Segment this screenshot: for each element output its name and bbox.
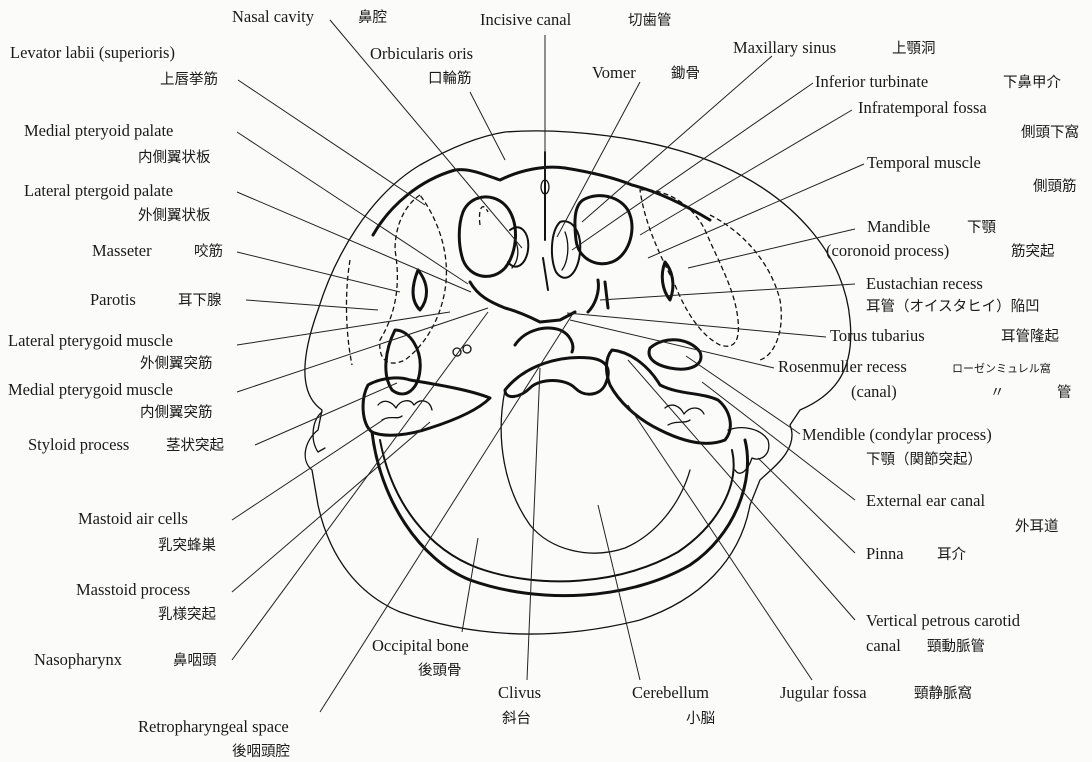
- label-styloid-process-jp: 茎状突起: [166, 437, 224, 454]
- label-external-ear-canal-jp: 外耳道: [1015, 518, 1059, 535]
- right-turbinate: [552, 221, 580, 277]
- label-lateral-ptergoid-palate: Lateral ptergoid palate: [24, 181, 173, 200]
- label-medial-pteryoid-palate: Medial pteryoid palate: [24, 121, 173, 140]
- label-cerebellum-jp: 小脳: [686, 710, 715, 727]
- left-masseter-dashed: [380, 195, 447, 363]
- label-vertical-petrous-carotid: Vertical petrous carotid: [866, 611, 1021, 630]
- label-mendible-condylar-jp: 下顎（関節突起）: [866, 450, 982, 468]
- label-medial-pteryoid-palate-jp: 内側翼状板: [138, 148, 211, 166]
- label-inferior-turbinate-jp: 下鼻甲介: [1003, 74, 1061, 91]
- label-masseter: Masseter: [92, 241, 152, 260]
- label-nasal-cavity: Nasal cavity: [232, 7, 315, 26]
- label-vertical-petrous-carotid-jp: 頸動脈管: [927, 638, 985, 655]
- label-torus-tubarius: Torus tubarius: [830, 326, 925, 345]
- label-occipital-bone: Occipital bone: [372, 636, 469, 655]
- label-incisive-canal-jp: 切歯管: [628, 12, 672, 29]
- label-mandible-jp: 下顎: [967, 220, 996, 236]
- label-mendible-condylar: Mendible (condylar process): [802, 425, 992, 444]
- left-pterygoid-plate: [470, 282, 575, 322]
- label-levator-labii-jp: 上唇挙筋: [160, 71, 218, 88]
- label-rosenmuller-recess: Rosenmuller recess: [778, 357, 907, 376]
- label-medial-pterygoid-muscle-jp: 内側翼突筋: [140, 404, 213, 421]
- label-maxillary-sinus: Maxillary sinus: [733, 38, 836, 57]
- label-maxillary-sinus-jp: 上顎洞: [892, 40, 936, 57]
- left-air-cells: [378, 401, 432, 420]
- label-infratemporal-fossa-jp: 側頭下窩: [1021, 124, 1079, 141]
- label-styloid-process: Styloid process: [28, 435, 129, 454]
- nodule-b: [463, 345, 471, 353]
- face-contour: [373, 167, 710, 235]
- label-rosenmuller-ditto: 〃: [990, 385, 1005, 401]
- label-masstoid-process: Masstoid process: [76, 580, 190, 599]
- label-pinna-jp: 耳介: [937, 546, 966, 563]
- right-maxillary-sinus: [575, 196, 632, 264]
- labels: Nasal cavity 鼻腔 Incisive canal 切歯管 Levat…: [8, 7, 1079, 760]
- anatomy-drawing: [305, 131, 851, 634]
- label-inferior-turbinate: Inferior turbinate: [815, 72, 928, 91]
- occipital-outer: [372, 432, 748, 596]
- label-levator-labii: Levator labii (superioris): [10, 43, 175, 62]
- label-pinna: Pinna: [866, 544, 904, 563]
- label-orbicularis-oris-jp: 口輪筋: [428, 70, 472, 87]
- label-masstoid-process-jp: 乳様突起: [158, 606, 216, 623]
- left-mandible: [386, 330, 420, 394]
- right-coronoid: [662, 262, 673, 300]
- label-incisive-canal: Incisive canal: [480, 10, 572, 29]
- left-maxillary-sinus: [459, 197, 515, 276]
- label-infratemporal-fossa: Infratemporal fossa: [858, 98, 987, 117]
- label-parotis-jp: 耳下腺: [178, 292, 222, 309]
- label-external-ear-canal: External ear canal: [866, 491, 986, 510]
- label-temporal-muscle-jp: 側頭筋: [1033, 178, 1077, 195]
- label-vomer-jp: 鋤骨: [671, 65, 700, 82]
- label-masseter-jp: 咬筋: [194, 242, 223, 260]
- label-mandible: Mandible: [867, 217, 930, 236]
- label-retropharyngeal-space-jp: 後咽頭腔: [232, 743, 290, 760]
- nasopharynx-outline: [515, 328, 573, 352]
- right-air-cells: [665, 405, 704, 425]
- label-eustachian-recess: Eustachian recess: [866, 274, 983, 293]
- label-medial-pterygoid-muscle: Medial pterygoid muscle: [8, 380, 173, 399]
- right-temporal-dashed: [710, 215, 781, 360]
- label-jugular-fossa: Jugular fossa: [780, 683, 867, 702]
- right-petrous: [606, 350, 730, 443]
- label-orbicularis-oris: Orbicularis oris: [370, 44, 473, 63]
- label-jugular-fossa-jp: 頸静脈窩: [914, 685, 972, 702]
- label-coronoid-process-jp: 筋突起: [1011, 243, 1055, 260]
- left-mandible-ramus: [413, 270, 427, 310]
- left-petrous: [363, 378, 490, 435]
- label-rosenmuller-canal: (canal): [851, 382, 897, 401]
- label-rosenmuller-canal-jp: 管: [1057, 384, 1072, 401]
- label-lateral-pterygoid-muscle-jp: 外側翼突筋: [140, 355, 213, 372]
- right-pterygoid-plate: [588, 280, 608, 312]
- label-eustachian-recess-jp: 耳管（オイスタヒイ）陥凹: [866, 298, 1040, 315]
- label-coronoid-process: (coronoid process): [826, 241, 949, 260]
- label-mastoid-air-cells: Mastoid air cells: [78, 509, 188, 528]
- label-retropharyngeal-space: Retropharyngeal space: [138, 717, 289, 736]
- label-nasopharynx-jp: 鼻咽頭: [173, 652, 217, 669]
- label-torus-tubarius-jp: 耳管隆起: [1001, 328, 1059, 345]
- label-mastoid-air-cells-jp: 乳突蜂巣: [158, 537, 216, 554]
- label-parotis: Parotis: [90, 290, 136, 309]
- label-temporal-muscle: Temporal muscle: [867, 153, 981, 172]
- leader-lines: [232, 20, 864, 712]
- label-vomer: Vomer: [592, 63, 636, 82]
- label-rosenmuller-recess-jp: ローゼンミュレル窩: [952, 361, 1051, 375]
- label-lateral-pterygoid-muscle: Lateral pterygoid muscle: [8, 331, 173, 350]
- occipital-inner: [380, 440, 734, 581]
- label-cerebellum: Cerebellum: [632, 683, 709, 702]
- label-nasopharynx: Nasopharynx: [34, 650, 123, 669]
- label-nasal-cavity-jp: 鼻腔: [358, 9, 387, 26]
- cerebellum-outline: [501, 390, 690, 553]
- label-vertical-petrous-carotid-2: canal: [866, 636, 901, 655]
- right-condyle: [649, 340, 701, 369]
- label-clivus-jp: 斜台: [502, 710, 531, 727]
- label-clivus: Clivus: [498, 683, 541, 702]
- label-occipital-bone-jp: 後頭骨: [418, 662, 462, 679]
- label-lateral-ptergoid-palate-jp: 外側翼状板: [138, 206, 211, 224]
- clivus-shape: [505, 357, 608, 396]
